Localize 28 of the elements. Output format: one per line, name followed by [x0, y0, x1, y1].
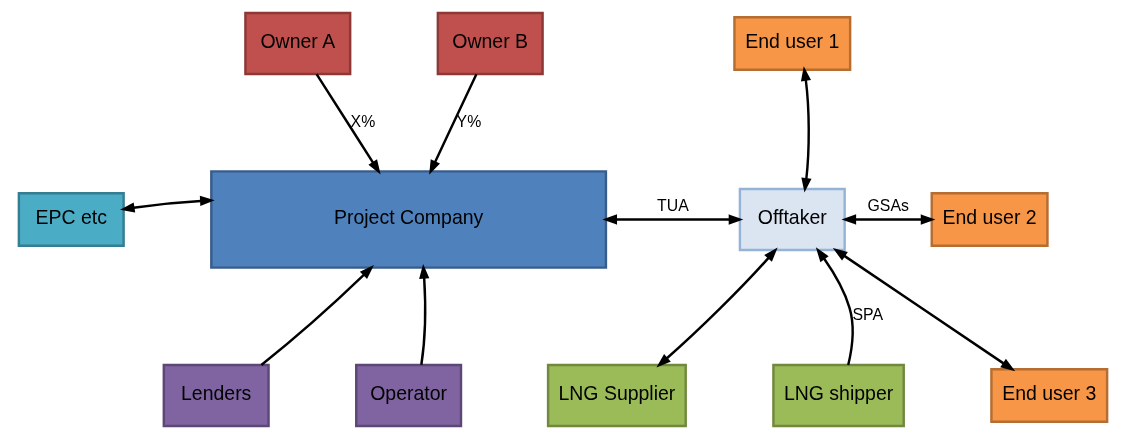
arrow [841, 214, 936, 225]
node-box: Operator [355, 363, 463, 428]
node-box: LNG Supplier [546, 363, 687, 428]
arrow [119, 195, 215, 213]
arrow [815, 247, 854, 366]
arrow [832, 248, 1016, 372]
arrow [429, 73, 478, 175]
edge-label: TUA [657, 197, 689, 215]
node-box: Owner B [436, 11, 544, 76]
node-box: End user 2 [930, 192, 1049, 247]
node-box: Project Company [210, 170, 608, 269]
arrow [419, 264, 430, 365]
node-box: Lenders [162, 363, 270, 428]
arrow [602, 214, 744, 225]
edge-label: SPA [852, 306, 884, 324]
node-box: EPC etc [17, 192, 125, 247]
arrow [315, 73, 381, 175]
node-box: Offtaker [738, 187, 846, 252]
arrow [260, 265, 374, 366]
edge-label: X% [350, 112, 376, 130]
edge-label: Y% [456, 112, 482, 130]
arrow [800, 66, 812, 193]
node-box: End user 1 [733, 16, 852, 71]
node-box: Owner A [244, 11, 352, 76]
edge-label: GSAs [867, 197, 909, 215]
node-box: End user 3 [990, 368, 1109, 423]
arrow [656, 247, 778, 368]
node-box: LNG shipper [772, 363, 905, 428]
